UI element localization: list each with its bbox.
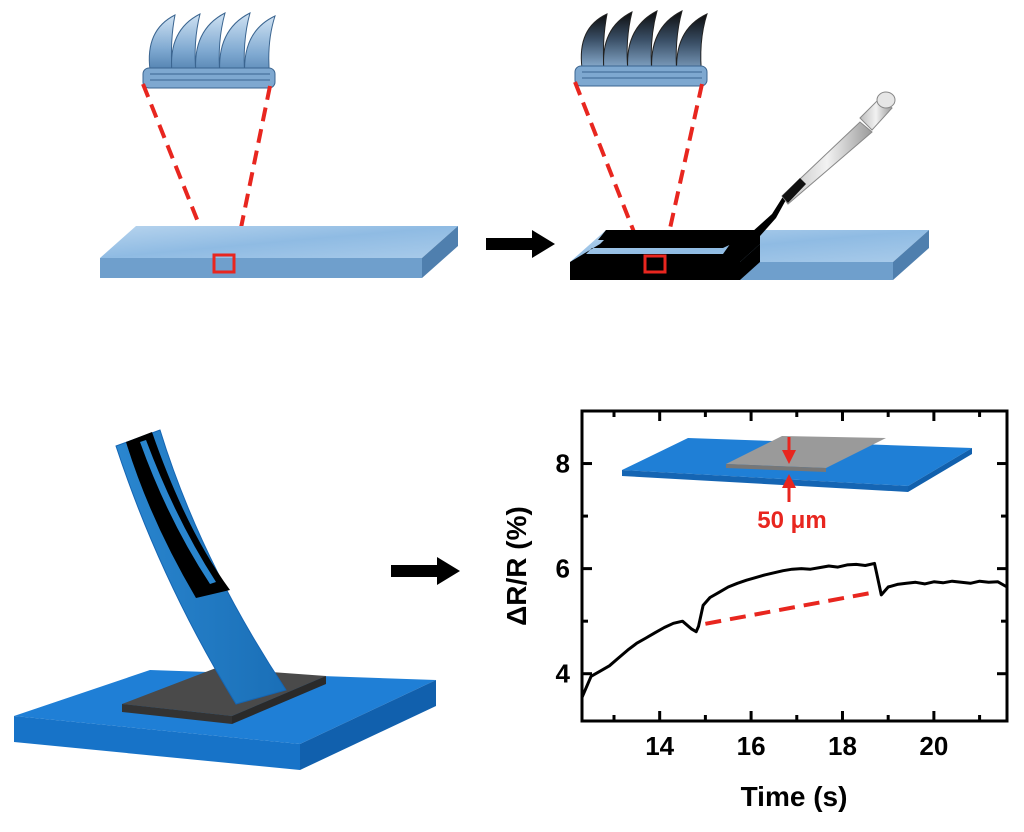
x-tick-label: 16: [737, 731, 766, 761]
fiber-bundle-icon: [142, 12, 276, 89]
pipette-icon: [752, 91, 896, 236]
conductive-coating: [570, 230, 760, 262]
right-arrow-icon: [391, 557, 460, 585]
right-arrow-icon: [486, 230, 555, 258]
resistance-chart: 14 16 18 20 4 6 8 Time (s) ΔR/R (%) 50 μm: [501, 409, 1009, 812]
bending-setup: [14, 429, 436, 770]
y-tick-label: 6: [556, 554, 570, 584]
thickness-inset: 50 μm: [622, 436, 972, 534]
axis-tick-labels: 14 16 18 20 4 6 8: [556, 449, 949, 761]
fabric-strip-coated: [570, 230, 929, 280]
x-tick-label: 18: [828, 731, 857, 761]
axis-ticks: [582, 411, 1007, 721]
data-series: [580, 561, 1008, 698]
x-tick-label: 14: [645, 731, 674, 761]
x-tick-label: 20: [919, 731, 948, 761]
down-arrow-icon: [782, 450, 796, 464]
fabric-strip-plain: [100, 226, 458, 278]
baseline-guide-line: [705, 590, 875, 626]
plot-frame: [580, 409, 1009, 723]
series-line: [580, 561, 1008, 698]
thickness-label: 50 μm: [757, 507, 826, 534]
y-tick-label: 4: [556, 659, 571, 689]
zoom-box-right: [643, 254, 667, 274]
x-axis-label: Time (s): [741, 781, 848, 812]
zoom-box-left: [212, 253, 236, 274]
up-arrow-icon: [782, 474, 796, 488]
sensor-film: [726, 436, 886, 468]
y-tick-label: 8: [556, 449, 570, 479]
fiber-bundle-coated-icon: [574, 10, 708, 87]
y-axis-label: ΔR/R (%): [501, 506, 532, 626]
